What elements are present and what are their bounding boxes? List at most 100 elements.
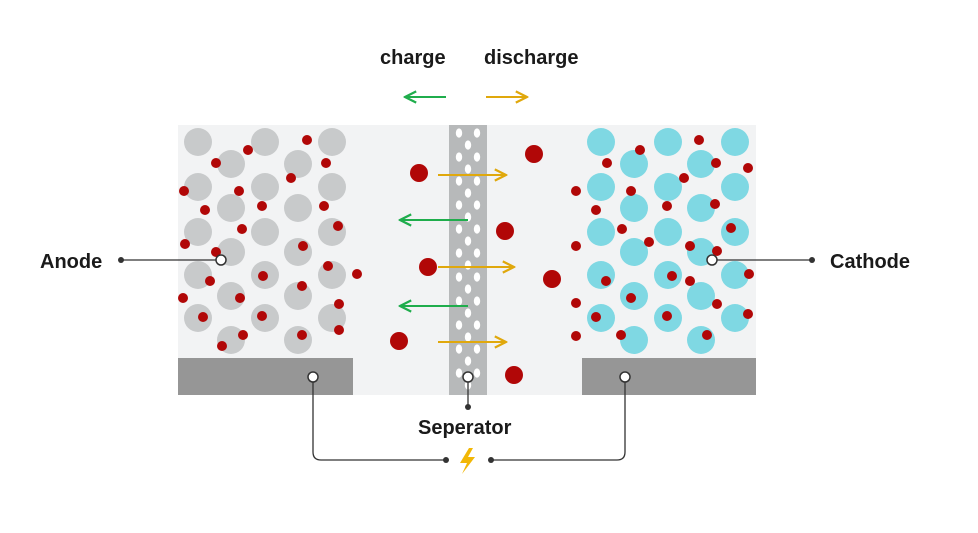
cathode-particle bbox=[687, 326, 715, 354]
lithium-ion bbox=[237, 224, 247, 234]
separator-pore bbox=[455, 296, 463, 306]
cathode-particle bbox=[587, 128, 615, 156]
cathode-particle bbox=[654, 128, 682, 156]
cathode-particle bbox=[654, 173, 682, 201]
separator-pore bbox=[464, 332, 472, 342]
separator-pore bbox=[473, 176, 481, 186]
cathode-label: Cathode bbox=[830, 251, 910, 273]
graphite-particle bbox=[217, 150, 245, 178]
graphite-particle bbox=[284, 150, 312, 178]
cathode-terminal bbox=[619, 371, 631, 383]
separator-pore bbox=[455, 128, 463, 138]
ion-flow-arrows bbox=[400, 175, 514, 342]
cathode-callout bbox=[706, 254, 815, 266]
cathode-particle bbox=[687, 194, 715, 222]
graphite-particle bbox=[184, 128, 212, 156]
cathode-particle bbox=[620, 194, 648, 222]
graphite-particle bbox=[251, 128, 279, 156]
graphite-particle bbox=[284, 194, 312, 222]
lithium-ion bbox=[743, 309, 753, 319]
graphite-particle bbox=[318, 218, 346, 246]
cathode-particle bbox=[587, 261, 615, 289]
lithium-ion bbox=[205, 276, 215, 286]
separator-pore bbox=[464, 236, 472, 246]
lithium-ion bbox=[711, 158, 721, 168]
lithium-ion bbox=[726, 223, 736, 233]
lithium-ion bbox=[297, 281, 307, 291]
lithium-ion bbox=[243, 145, 253, 155]
lithium-ion bbox=[178, 293, 188, 303]
cathode-particle bbox=[620, 238, 648, 266]
lithium-ion bbox=[235, 293, 245, 303]
graphite-particle bbox=[217, 282, 245, 310]
lithium-ion bbox=[591, 312, 601, 322]
electrolyte-ions bbox=[390, 145, 561, 384]
separator-pore bbox=[455, 152, 463, 162]
electrolyte-ion bbox=[390, 332, 408, 350]
lithium-ion bbox=[179, 186, 189, 196]
lithium-ion bbox=[286, 173, 296, 183]
electrolyte-ion bbox=[496, 222, 514, 240]
graphite-particle bbox=[251, 218, 279, 246]
lithium-ion bbox=[743, 163, 753, 173]
lithium-ion bbox=[571, 331, 581, 341]
separator-pore bbox=[455, 272, 463, 282]
separator-pore bbox=[464, 356, 472, 366]
lithium-ion bbox=[685, 241, 695, 251]
separator-pore bbox=[455, 176, 463, 186]
lithium-ion bbox=[323, 261, 333, 271]
lithium-ion bbox=[679, 173, 689, 183]
lithium-ion bbox=[352, 269, 362, 279]
lithium-ion bbox=[667, 271, 677, 281]
separator-pore bbox=[464, 140, 472, 150]
electrolyte-ion bbox=[419, 258, 437, 276]
lithium-ion bbox=[302, 135, 312, 145]
graphite-particle bbox=[284, 326, 312, 354]
separator-pore bbox=[473, 320, 481, 330]
lithium-ion bbox=[662, 311, 672, 321]
separator-pore bbox=[473, 248, 481, 258]
cathode-particle bbox=[587, 304, 615, 332]
cathode-particle bbox=[587, 173, 615, 201]
cathode-particle bbox=[721, 304, 749, 332]
lithium-ion bbox=[662, 201, 672, 211]
cathode-particle bbox=[721, 218, 749, 246]
lithium-ion bbox=[334, 299, 344, 309]
graphite-particle bbox=[184, 261, 212, 289]
lithium-ion bbox=[234, 186, 244, 196]
graphite-particle bbox=[251, 173, 279, 201]
lithium-ion bbox=[200, 205, 210, 215]
separator-pore bbox=[455, 368, 463, 378]
graphite-particle bbox=[184, 218, 212, 246]
electrolyte-ion bbox=[543, 270, 561, 288]
discharge-legend-label: discharge bbox=[484, 47, 579, 69]
cathode-particle bbox=[687, 282, 715, 310]
separator-membrane bbox=[449, 125, 487, 395]
cathode-particle bbox=[687, 150, 715, 178]
separator-label: Seperator bbox=[418, 417, 512, 439]
graphite-particle bbox=[217, 194, 245, 222]
lithium-ion bbox=[298, 241, 308, 251]
electrolyte-ion bbox=[505, 366, 523, 384]
graphite-particle bbox=[284, 238, 312, 266]
external-circuit bbox=[307, 371, 631, 463]
separator-pore bbox=[455, 344, 463, 354]
cathode-particle bbox=[654, 218, 682, 246]
lightning-bolt-icon bbox=[460, 448, 475, 474]
lithium-ion bbox=[702, 330, 712, 340]
lithium-ion bbox=[258, 271, 268, 281]
graphite-particle bbox=[318, 128, 346, 156]
separator-pore bbox=[464, 260, 472, 270]
separator-pore bbox=[473, 296, 481, 306]
separator-pore bbox=[473, 152, 481, 162]
separator-pore bbox=[473, 344, 481, 354]
separator-pore bbox=[473, 272, 481, 282]
separator-callout bbox=[462, 371, 474, 410]
lithium-ion bbox=[712, 299, 722, 309]
cathode-particle bbox=[721, 173, 749, 201]
lithium-ion bbox=[571, 241, 581, 251]
separator-pore bbox=[473, 128, 481, 138]
separator-pore bbox=[473, 368, 481, 378]
cathode-particle bbox=[721, 128, 749, 156]
